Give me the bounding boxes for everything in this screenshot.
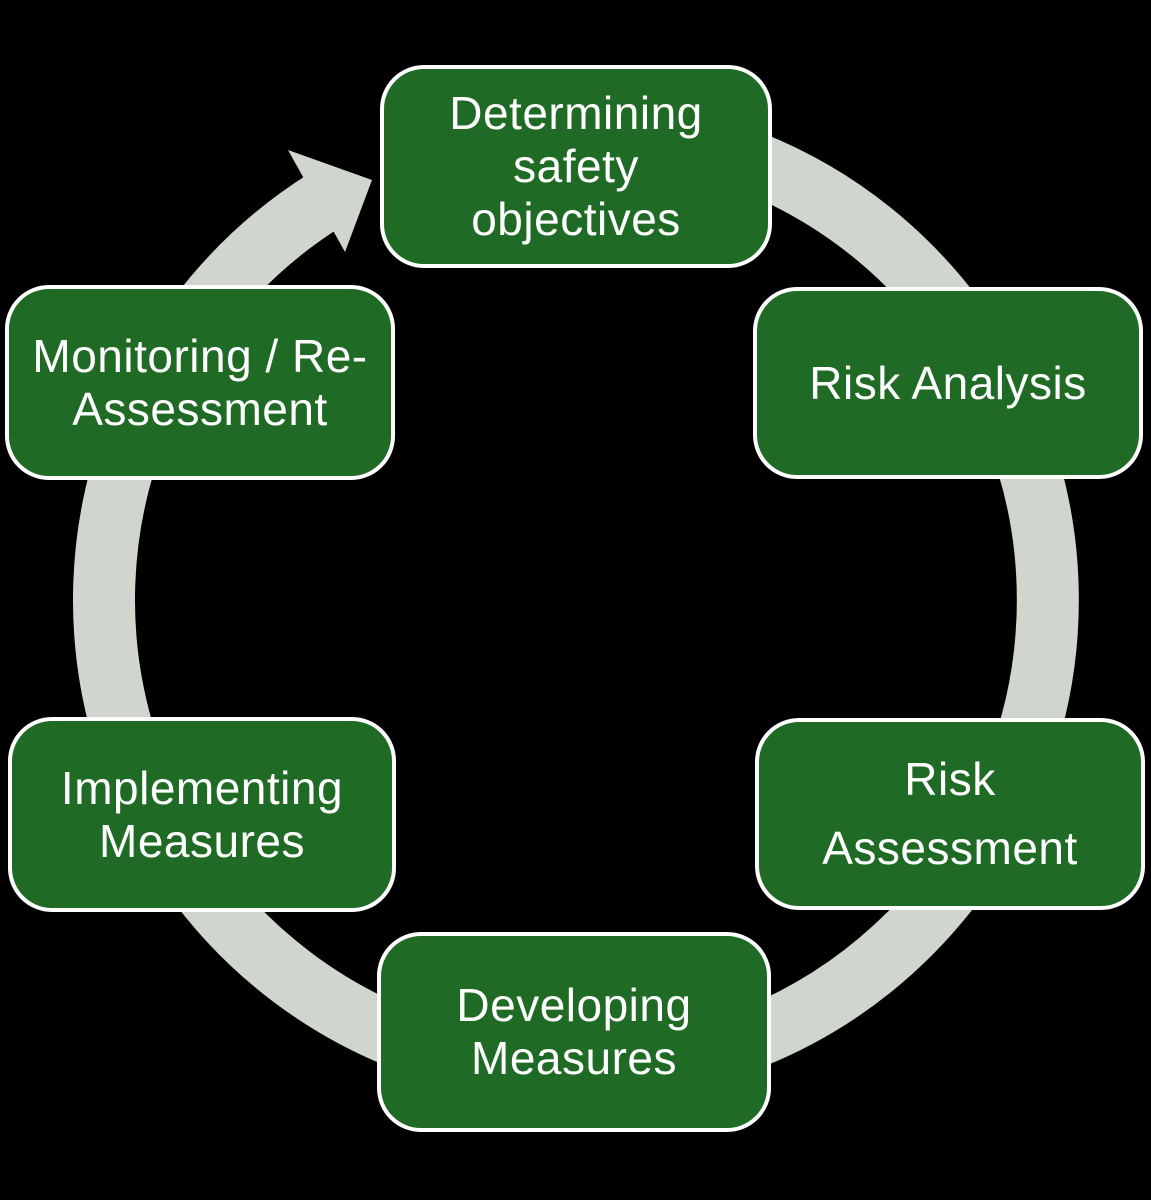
cycle-step-risk-analysis: Risk Analysis [753, 287, 1143, 479]
cycle-step-determining-safety-objectives: Determining safety objectives [380, 65, 772, 268]
cycle-step-implementing-measures: Implementing Measures [8, 717, 396, 912]
cycle-arrow-shaft [73, 97, 1079, 1104]
cycle-step-developing-measures: Developing Measures [377, 932, 771, 1132]
cycle-step-monitoring-re-assessment: Monitoring / Re- Assessment [5, 285, 395, 480]
cycle-arrow-head-icon [288, 150, 372, 252]
cycle-step-risk-assessment: Risk Assessment [755, 718, 1145, 910]
